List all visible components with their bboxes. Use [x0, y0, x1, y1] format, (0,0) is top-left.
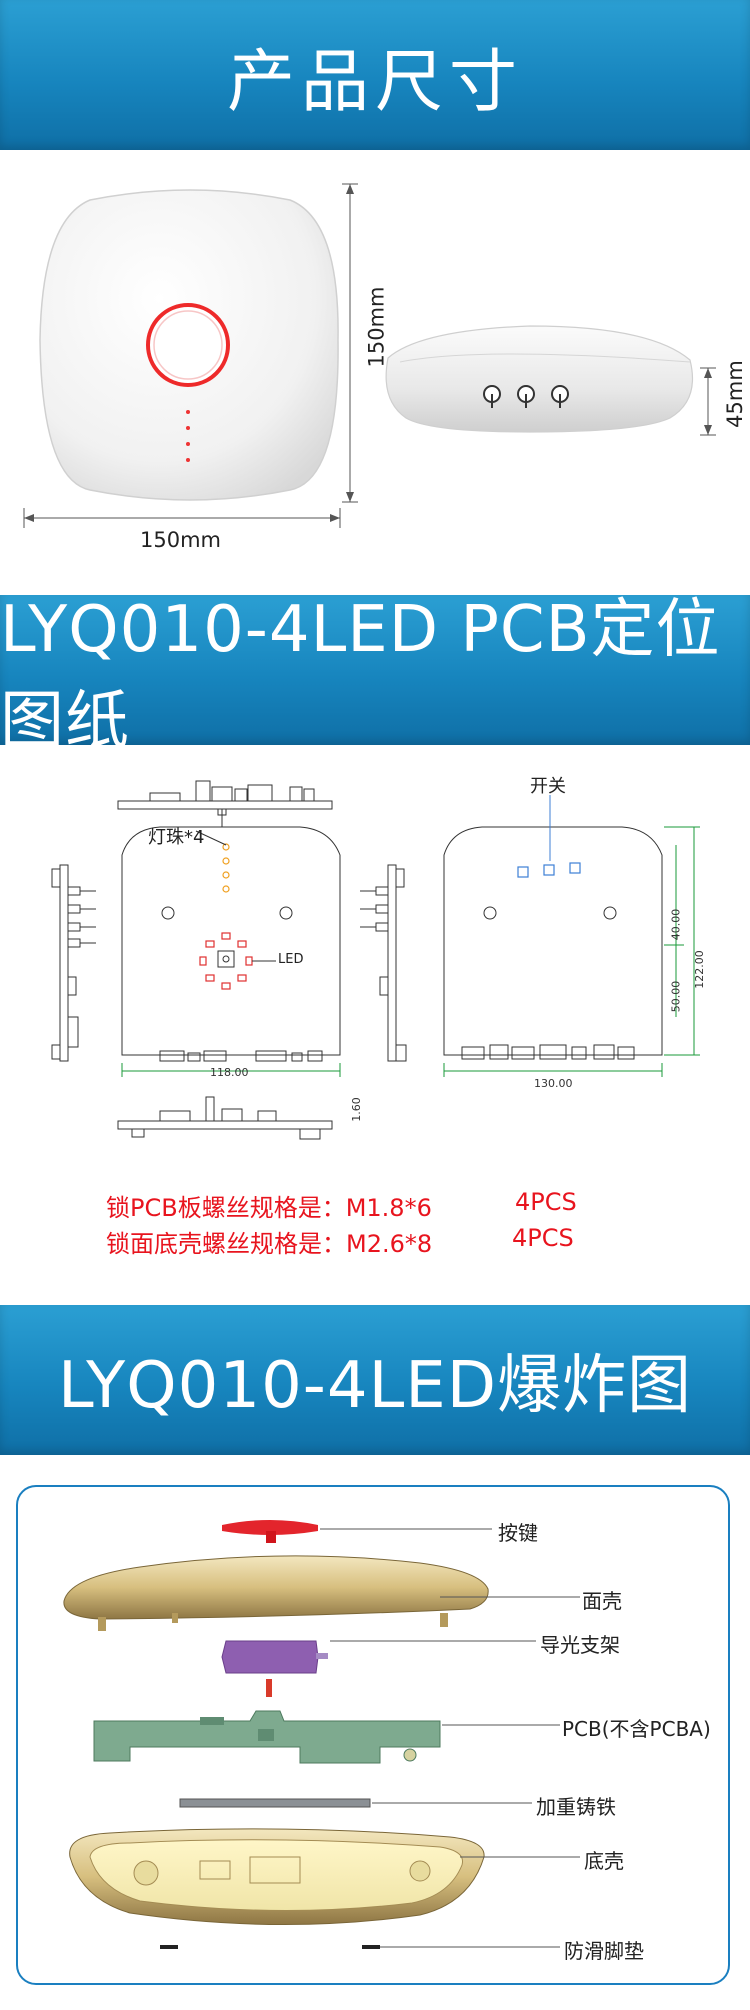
- led-beads-label: 灯珠*4: [148, 827, 205, 848]
- section-title-pcb: LYQ010-4LED PCB定位图纸: [0, 593, 721, 759]
- led-beads: [222, 843, 230, 893]
- led-dot-4: [186, 458, 190, 462]
- part-face-shell: [63, 1555, 489, 1620]
- button-ring: [146, 303, 230, 387]
- dim-118-label: 118.00: [210, 1066, 249, 1079]
- switch-marks: [517, 862, 581, 878]
- switch-label: 开关: [530, 776, 566, 797]
- product-size-illustration: [23, 183, 716, 528]
- spec-line-2-qty: 4PCS: [512, 1224, 574, 1252]
- part-light-guide: [221, 1640, 319, 1674]
- part-label-anti-slip-foot: 防滑脚垫: [564, 1939, 644, 1963]
- part-key: [222, 1520, 318, 1535]
- led-label: LED: [278, 952, 304, 967]
- part-anti-slip-foot-left: [160, 1945, 178, 1949]
- pcb-drawing: [51, 780, 700, 1140]
- thickness-dimension-label: 45mm: [722, 360, 747, 428]
- section-banner-explode: LYQ010-4LED爆炸图: [0, 1305, 750, 1455]
- part-label-key: 按键: [498, 1521, 538, 1545]
- part-label-face-shell: 面壳: [582, 1589, 622, 1613]
- section-banner-pcb: LYQ010-4LED PCB定位图纸: [0, 593, 750, 759]
- part-label-pcb: PCB(不含PCBA): [562, 1717, 711, 1741]
- part-anti-slip-foot-right: [362, 1945, 380, 1949]
- dim-122-label: 122.00: [692, 950, 706, 989]
- part-pcb: [93, 1679, 441, 1764]
- side-switches: [483, 385, 569, 408]
- led-dot-2: [186, 426, 190, 430]
- width-dimension-label: 150mm: [140, 528, 221, 552]
- dim-40-label: 40.00: [669, 908, 683, 941]
- spec-line-1: 锁PCB板螺丝规格是：M1.8*6: [106, 1194, 432, 1222]
- section-title-explode: LYQ010-4LED爆炸图: [58, 1349, 692, 1423]
- dim-50-label: 50.00: [669, 980, 683, 1013]
- section-title-size: 产品尺寸: [226, 42, 523, 122]
- section-banner-size: 产品尺寸: [0, 0, 750, 150]
- part-label-light-guide: 导光支架: [540, 1633, 620, 1657]
- spec-line-1-qty: 4PCS: [515, 1188, 577, 1216]
- led-ring: [199, 932, 253, 990]
- dim-160-label: 1.60: [349, 1097, 363, 1122]
- exploded-view-frame: [16, 1485, 730, 1985]
- part-iron-weight: [179, 1798, 371, 1808]
- led-dot-3: [186, 442, 190, 446]
- dim-130-label: 130.00: [534, 1077, 573, 1090]
- led-dot-1: [186, 410, 190, 414]
- device-side-view: [385, 325, 694, 433]
- part-label-bottom-shell: 底壳: [584, 1849, 624, 1873]
- height-dimension-label: 150mm: [364, 286, 389, 368]
- exploded-view: [63, 1520, 580, 1949]
- part-label-iron-weight: 加重铸铁: [536, 1795, 616, 1819]
- spec-line-2: 锁面底壳螺丝规格是：M2.6*8: [106, 1230, 433, 1258]
